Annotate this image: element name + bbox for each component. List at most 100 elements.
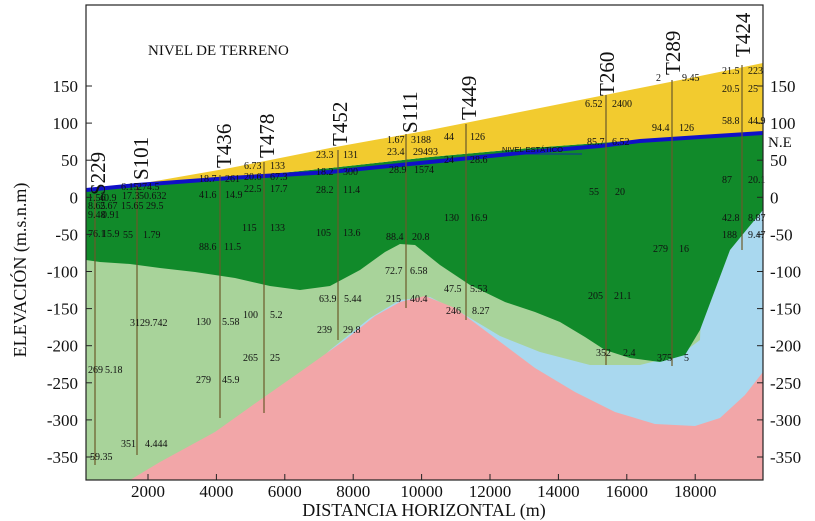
bedrock-layer (130, 296, 763, 480)
well-value: 13.6 (343, 228, 361, 239)
well-name-t478: T478 (255, 114, 279, 158)
well-value: 133 (270, 161, 285, 172)
y-tick-label: -300 (770, 411, 801, 430)
well-value: 20.1 (748, 175, 766, 186)
well-value: 41.6 (199, 190, 217, 201)
well-value: 9.47 (748, 230, 766, 241)
well-value: 3188 (411, 135, 431, 146)
well-value: 6.52 (585, 99, 603, 110)
well-value: 88.4 (386, 232, 404, 243)
well-value: 279 (653, 244, 668, 255)
topsoil-layer (86, 63, 763, 190)
y-tick-label: 150 (53, 77, 79, 96)
well-value: 4.444 (145, 439, 168, 450)
well-value: 16.9 (470, 213, 488, 224)
well-value: 1.67 (387, 135, 405, 146)
y-tick-label: -150 (770, 300, 801, 319)
well-value: 40.9 (99, 193, 117, 204)
well-value: 20.5 (722, 84, 740, 95)
x-tick-label: 18000 (674, 482, 717, 501)
well-value: 205 (588, 291, 603, 302)
y-tick-label: -250 (770, 374, 801, 393)
well-value: 5.2 (270, 310, 283, 321)
well-value: 20 (615, 187, 625, 198)
well-value: 105 (316, 228, 331, 239)
well-name-t436: T436 (212, 124, 236, 168)
x-tick-label: 12000 (469, 482, 512, 501)
well-value: 23.4 (387, 147, 405, 158)
well-value: 25 (270, 353, 280, 364)
well-value: 8.65 (88, 201, 106, 212)
well-value: 5.18 (105, 365, 123, 376)
well-value: 17.7 (270, 184, 288, 195)
well-lines (94, 65, 743, 465)
well-value: 5.44 (344, 294, 362, 305)
well-value: 50.632 (139, 191, 167, 202)
well-value: 18.7 (199, 174, 217, 185)
ne-label: N.E (768, 135, 792, 151)
y-tick-label: -350 (47, 448, 78, 467)
well-value: 21.5 (722, 66, 740, 77)
well-value: 11.5 (224, 242, 241, 253)
y-tick-label: 50 (61, 151, 78, 170)
well-names: S229 S101 T436 T478 T452 S111 T449 T260 … (86, 12, 755, 195)
y-tick-label: 50 (770, 151, 787, 170)
y-tick-label: -200 (770, 337, 801, 356)
well-value: 8.27 (472, 306, 490, 317)
aquifer-layer (86, 134, 763, 362)
well-name-t289: T289 (661, 31, 685, 75)
y-tick-label: -150 (47, 300, 78, 319)
well-value: 23.3 (316, 150, 334, 161)
well-value: 45.9 (222, 375, 240, 386)
well-value: 25 (748, 84, 758, 95)
well-value: 44.9 (748, 116, 766, 127)
y-axis-title: ELEVACIÓN (m.s.n.m) (9, 183, 31, 358)
x-tick-label: 4000 (199, 482, 233, 501)
well-value: 1574 (414, 165, 434, 176)
well-name-t449: T449 (457, 76, 481, 120)
y-tick-label: -350 (770, 448, 801, 467)
well-value: 261 (225, 174, 240, 185)
well-value: 300 (343, 167, 358, 178)
well-value: 269 (88, 365, 103, 376)
well-value: 67.3 (270, 172, 288, 183)
well-value: 188 (722, 230, 737, 241)
x-tick-label: 10000 (400, 482, 443, 501)
well-value: 6.73 (244, 161, 262, 172)
well-value: 6.15 (121, 182, 139, 193)
y-tick-label: 150 (770, 77, 796, 96)
well-value: 6.58 (410, 266, 428, 277)
well-value: 21.1 (614, 291, 632, 302)
well-value: 47.5 (444, 284, 462, 295)
well-value: 18.2 (316, 167, 334, 178)
well-value: 88.6 (199, 242, 217, 253)
well-name-t452: T452 (328, 102, 352, 146)
well-value: 126 (679, 123, 694, 134)
well-value: 24 (444, 155, 454, 166)
well-value: 87 (722, 175, 732, 186)
well-value: 17.3 (122, 191, 140, 202)
well-value: 28.9 (389, 165, 407, 176)
y-tick-label: 100 (770, 114, 796, 133)
y-tick-label: 0 (770, 188, 779, 207)
well-value: 28.2 (316, 185, 334, 196)
x-tick-label: 16000 (606, 482, 649, 501)
well-value: 29493 (413, 147, 438, 158)
well-value: 312 (130, 318, 145, 329)
x-tick-label: 8000 (336, 482, 370, 501)
well-name-s101: S101 (129, 137, 153, 180)
well-value: 22.5 (244, 184, 262, 195)
ground-level-label: NIVEL DE TERRENO (148, 43, 289, 59)
well-name-s229: S229 (86, 152, 110, 195)
well-name-s111: S111 (398, 91, 422, 133)
well-value: 29.8 (343, 325, 361, 336)
x-tick-label: 2000 (131, 482, 165, 501)
x-tick-label: 6000 (268, 482, 302, 501)
geologic-layers (86, 63, 763, 480)
well-value: 5 (684, 353, 689, 364)
well-value: 351 (121, 439, 136, 450)
well-name-t260: T260 (595, 52, 619, 96)
